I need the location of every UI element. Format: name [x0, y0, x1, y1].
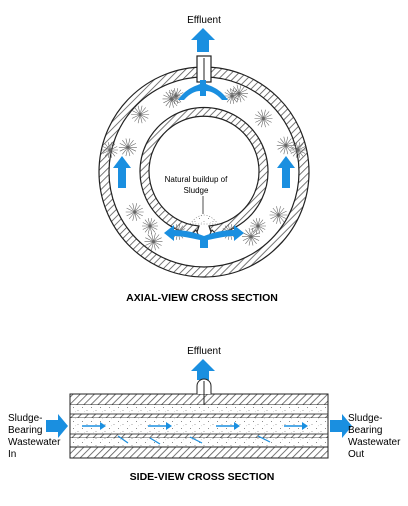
media-star	[142, 218, 158, 234]
media-star	[168, 88, 184, 104]
inlet-arrow	[46, 414, 68, 438]
side-caption: SIDE-VIEW CROSS SECTION	[130, 471, 275, 483]
media-star	[224, 88, 240, 104]
svg-text:In: In	[8, 449, 16, 460]
media-star	[131, 105, 150, 124]
media-star	[250, 218, 266, 234]
outlet-label: Sludge- Bearing Wastewater Out	[348, 413, 401, 460]
media-star	[118, 138, 137, 157]
media-star	[276, 136, 295, 155]
media-star	[242, 227, 260, 246]
svg-text:Sludge-: Sludge-	[348, 413, 382, 424]
side-effluent-label: Effluent	[187, 346, 221, 357]
svg-text:Sludge-: Sludge-	[8, 413, 42, 424]
media-star	[144, 232, 163, 251]
axial-caption: AXIAL-VIEW CROSS SECTION	[126, 292, 278, 304]
media-star	[254, 109, 273, 128]
side-effluent-arrow	[191, 359, 215, 380]
buildup-label-line2: Sludge	[184, 186, 209, 195]
outlet-arrow	[330, 414, 352, 438]
buildup-label-line1: Natural buildup of	[165, 175, 228, 184]
media-star	[290, 142, 306, 158]
side-pipe	[69, 378, 329, 459]
media-star	[102, 142, 118, 158]
axial-effluent-arrow	[191, 28, 215, 52]
svg-text:Out: Out	[348, 449, 364, 460]
sludge-buildup	[189, 214, 219, 225]
svg-text:Wastewater: Wastewater	[8, 437, 61, 448]
axial-effluent-label: Effluent	[187, 15, 221, 26]
media-star	[125, 203, 144, 221]
media-stars	[102, 84, 306, 251]
media-star	[269, 206, 288, 224]
svg-text:Wastewater: Wastewater	[348, 437, 401, 448]
axial-flow-arrows	[113, 80, 295, 248]
side-flow-arrows	[82, 422, 308, 445]
svg-text:Bearing: Bearing	[348, 425, 382, 436]
svg-text:Bearing: Bearing	[8, 425, 42, 436]
inlet-label: Sludge- Bearing Wastewater In	[8, 413, 61, 460]
media-star	[230, 84, 248, 103]
